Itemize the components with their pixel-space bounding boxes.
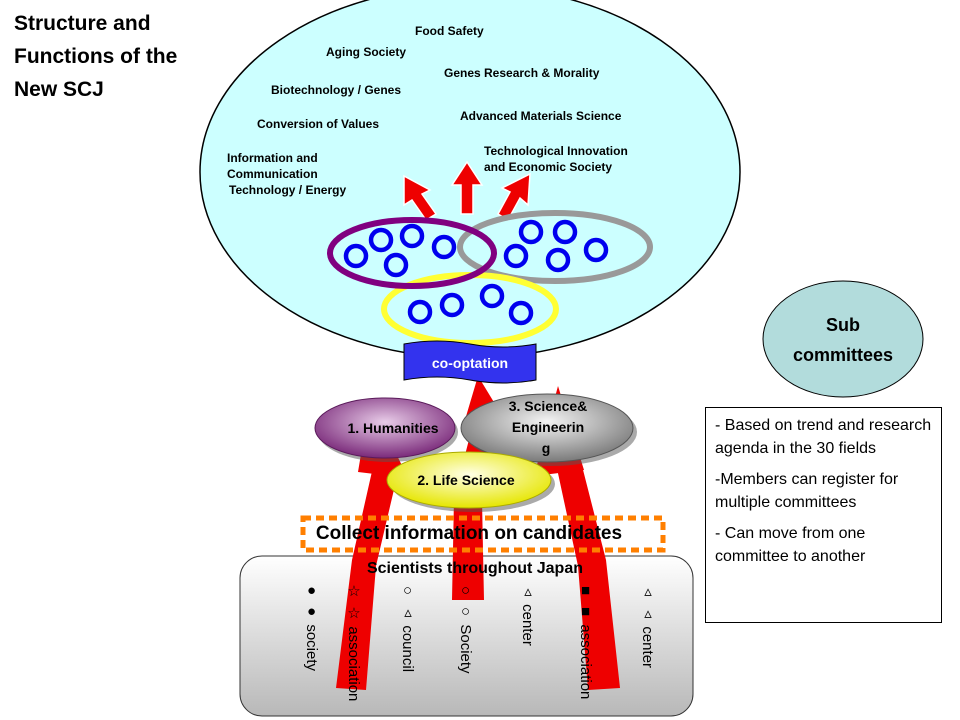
org-marks: ■ ■ bbox=[577, 582, 594, 621]
topic-tech-line2: and Economic Society bbox=[484, 160, 612, 174]
member-circle bbox=[439, 292, 465, 318]
notes-box: - Based on trend and research agenda in … bbox=[705, 407, 942, 623]
section-life-label: 2. Life Science bbox=[417, 472, 514, 488]
member-circle bbox=[518, 219, 544, 245]
org-column-center: ▵ center bbox=[519, 582, 536, 672]
section-science-label-3: g bbox=[542, 440, 551, 456]
cluster-purple bbox=[327, 217, 497, 289]
scientists-heading: Scientists throughout Japan bbox=[367, 560, 583, 577]
note-item: - Can move from one committee to another bbox=[715, 525, 866, 565]
page-title-line-3: New SCJ bbox=[14, 78, 104, 101]
member-circle bbox=[431, 234, 457, 260]
collect-info-box bbox=[300, 515, 666, 553]
org-column-society: ● ● society bbox=[303, 582, 320, 682]
subcommittees-circle bbox=[762, 280, 924, 398]
org-column-association-2: ■ ■ association bbox=[577, 582, 594, 712]
topic-aging-society: Aging Society bbox=[326, 45, 406, 59]
member-circle bbox=[545, 247, 571, 273]
note-item: - Based on trend and research agenda in … bbox=[715, 417, 932, 457]
section-science bbox=[460, 393, 634, 463]
topic-ict-line2: Communication bbox=[227, 167, 318, 181]
member-circle bbox=[368, 227, 394, 253]
org-marks: ○ ▵ bbox=[399, 582, 416, 622]
topic-genes-research: Genes Research & Morality bbox=[444, 66, 600, 80]
member-circle bbox=[343, 243, 369, 269]
org-marks: ▵ ▵ bbox=[639, 582, 656, 623]
org-column-council: ○ ▵ council bbox=[399, 582, 416, 682]
member-circle bbox=[383, 252, 409, 278]
cluster-gray bbox=[457, 210, 653, 284]
org-marks: ○ ○ bbox=[457, 582, 474, 621]
org-column-society-2: ○ ○ Society bbox=[457, 582, 474, 682]
note-item: -Members can register for multiple commi… bbox=[715, 471, 899, 511]
member-circle bbox=[508, 300, 534, 326]
subcommittees-label-2: committees bbox=[793, 345, 893, 365]
topic-conversion-values: Conversion of Values bbox=[257, 117, 379, 131]
section-humanities-label: 1. Humanities bbox=[347, 420, 438, 436]
topic-ict-line1: Information and bbox=[227, 151, 318, 165]
member-circle bbox=[479, 283, 505, 309]
section-life bbox=[386, 451, 552, 509]
org-label: association bbox=[345, 626, 362, 702]
arrow-right bbox=[556, 458, 620, 690]
section-science-label-1: 3. Science& bbox=[509, 398, 588, 414]
member-circle bbox=[407, 299, 433, 325]
outward-arrow-center bbox=[450, 160, 484, 215]
org-label: association bbox=[577, 624, 594, 700]
org-column-association: ☆ ☆ association bbox=[345, 582, 362, 712]
topic-advanced-materials: Advanced Materials Science bbox=[460, 109, 622, 123]
org-marks: ● ● bbox=[303, 582, 320, 621]
org-label: council bbox=[399, 625, 416, 673]
section-science-label-2: Engineerin bbox=[512, 419, 584, 435]
cooptation-banner bbox=[403, 340, 537, 384]
org-label: center bbox=[519, 604, 536, 646]
member-circle bbox=[503, 243, 529, 269]
org-marks: ▵ bbox=[519, 582, 536, 600]
org-label: society bbox=[303, 624, 320, 672]
topic-biotechnology: Biotechnology / Genes bbox=[271, 83, 401, 97]
org-marks: ☆ ☆ bbox=[345, 582, 362, 623]
section-humanities bbox=[314, 397, 456, 459]
topic-food-safety: Food Safety bbox=[415, 24, 484, 38]
org-label: Society bbox=[457, 624, 474, 674]
org-column-center-2: ▵ ▵ center bbox=[639, 582, 656, 682]
member-circle bbox=[552, 219, 578, 245]
topic-ict-line3: Technology / Energy bbox=[229, 183, 346, 197]
member-circle bbox=[399, 223, 425, 249]
collect-info-label: Collect information on candidates bbox=[316, 523, 622, 544]
member-circles bbox=[343, 219, 609, 326]
member-circle bbox=[583, 237, 609, 263]
cooptation-label: co-optation bbox=[432, 355, 508, 371]
outward-arrows bbox=[403, 160, 531, 222]
outward-arrow-left bbox=[403, 174, 438, 222]
page-title-line-1: Structure and bbox=[14, 12, 151, 35]
org-label: center bbox=[639, 626, 656, 669]
subcommittees-label-1: Sub bbox=[826, 315, 860, 335]
page-title-line-2: Functions of the bbox=[14, 45, 178, 68]
topic-tech-line1: Technological Innovation bbox=[484, 144, 628, 158]
